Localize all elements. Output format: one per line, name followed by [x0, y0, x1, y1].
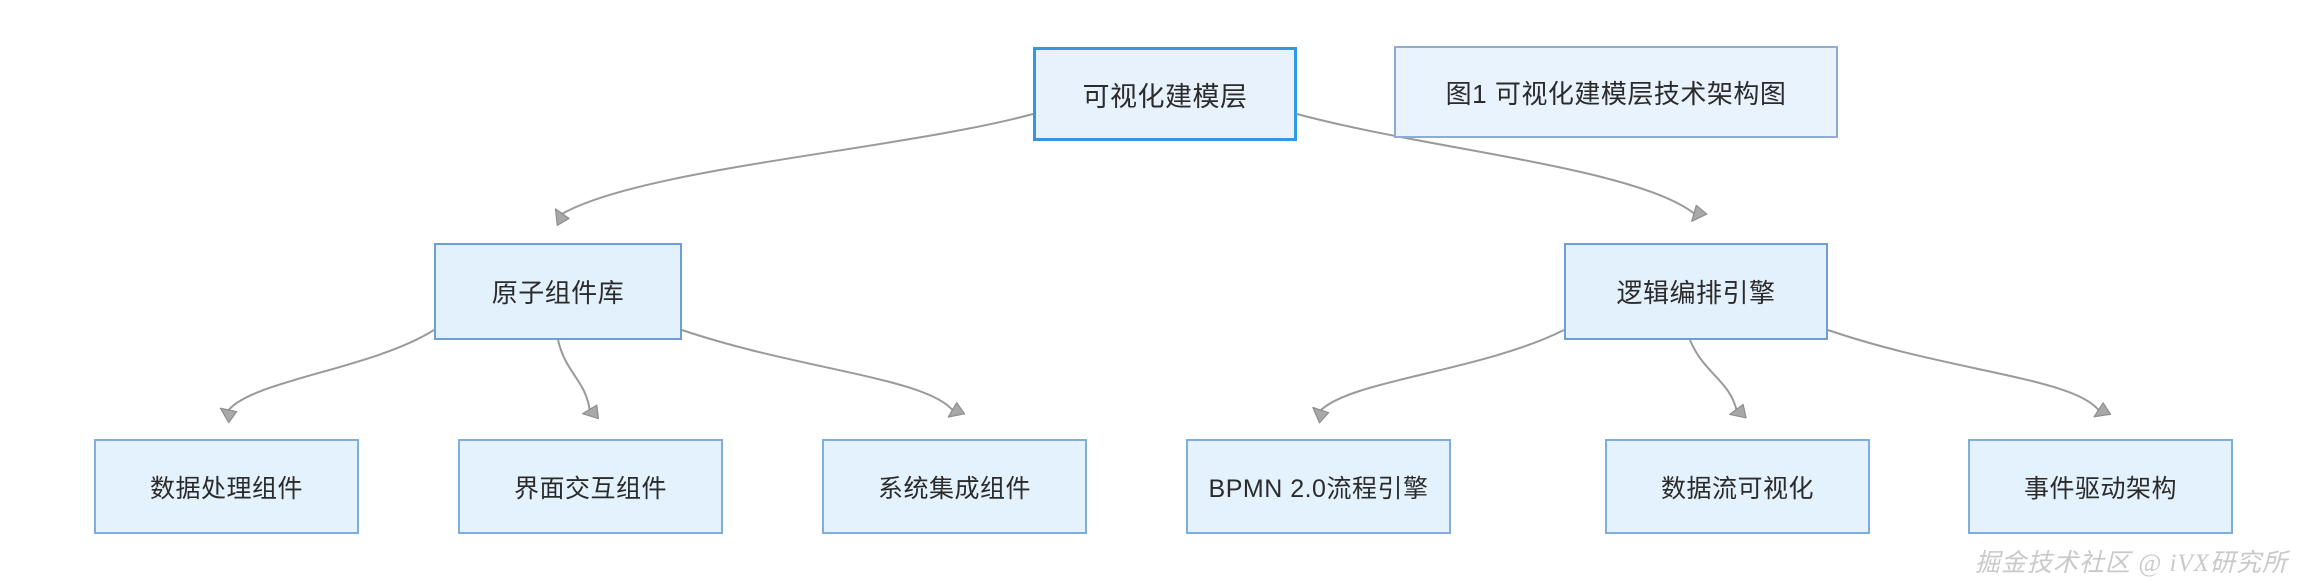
node-label: 数据流可视化	[1660, 474, 1814, 503]
node-label: BPMN 2.0流程引擎	[1208, 474, 1429, 503]
figure-caption-box: 图1 可视化建模层技术架构图	[1394, 46, 1838, 138]
figure-caption-label: 图1 可视化建模层技术架构图	[1445, 78, 1787, 109]
edge-branch-l-to-leaf-l3	[681, 329, 966, 418]
node-label: 界面交互组件	[513, 474, 667, 503]
edge-branch-r-to-leaf-r3	[1827, 329, 2112, 418]
node-label: 逻辑编排引擎	[1616, 278, 1776, 308]
node-label: 可视化建模层	[1082, 81, 1248, 112]
node-event-driven-architecture[interactable]: 事件驱动架构	[1968, 439, 2233, 534]
node-data-processing-component[interactable]: 数据处理组件	[94, 439, 359, 534]
edge-branch-r-to-leaf-r2	[1689, 339, 1747, 419]
node-system-integration-component[interactable]: 系统集成组件	[822, 439, 1087, 534]
edge-root-to-branch-l	[554, 113, 1034, 226]
node-label: 数据处理组件	[149, 474, 303, 503]
edge-branch-l-to-leaf-l2	[557, 339, 600, 420]
node-dataflow-visualization[interactable]: 数据流可视化	[1605, 439, 1870, 534]
watermark: 掘金技术社区 @ iVX研究所	[1975, 550, 2288, 577]
node-label: 事件驱动架构	[2023, 474, 2177, 503]
node-bpmn-process-engine[interactable]: BPMN 2.0流程引擎	[1186, 439, 1451, 534]
node-visual-modeling-layer[interactable]: 可视化建模层	[1033, 47, 1297, 141]
node-logic-orchestration-engine[interactable]: 逻辑编排引擎	[1564, 243, 1828, 340]
node-atomic-component-library[interactable]: 原子组件库	[434, 243, 682, 340]
edge-branch-l-to-leaf-l1	[219, 329, 435, 424]
node-ui-interaction-component[interactable]: 界面交互组件	[458, 439, 723, 534]
edge-branch-r-to-leaf-r1	[1312, 329, 1565, 424]
node-label: 原子组件库	[491, 278, 625, 308]
node-label: 系统集成组件	[877, 474, 1031, 503]
